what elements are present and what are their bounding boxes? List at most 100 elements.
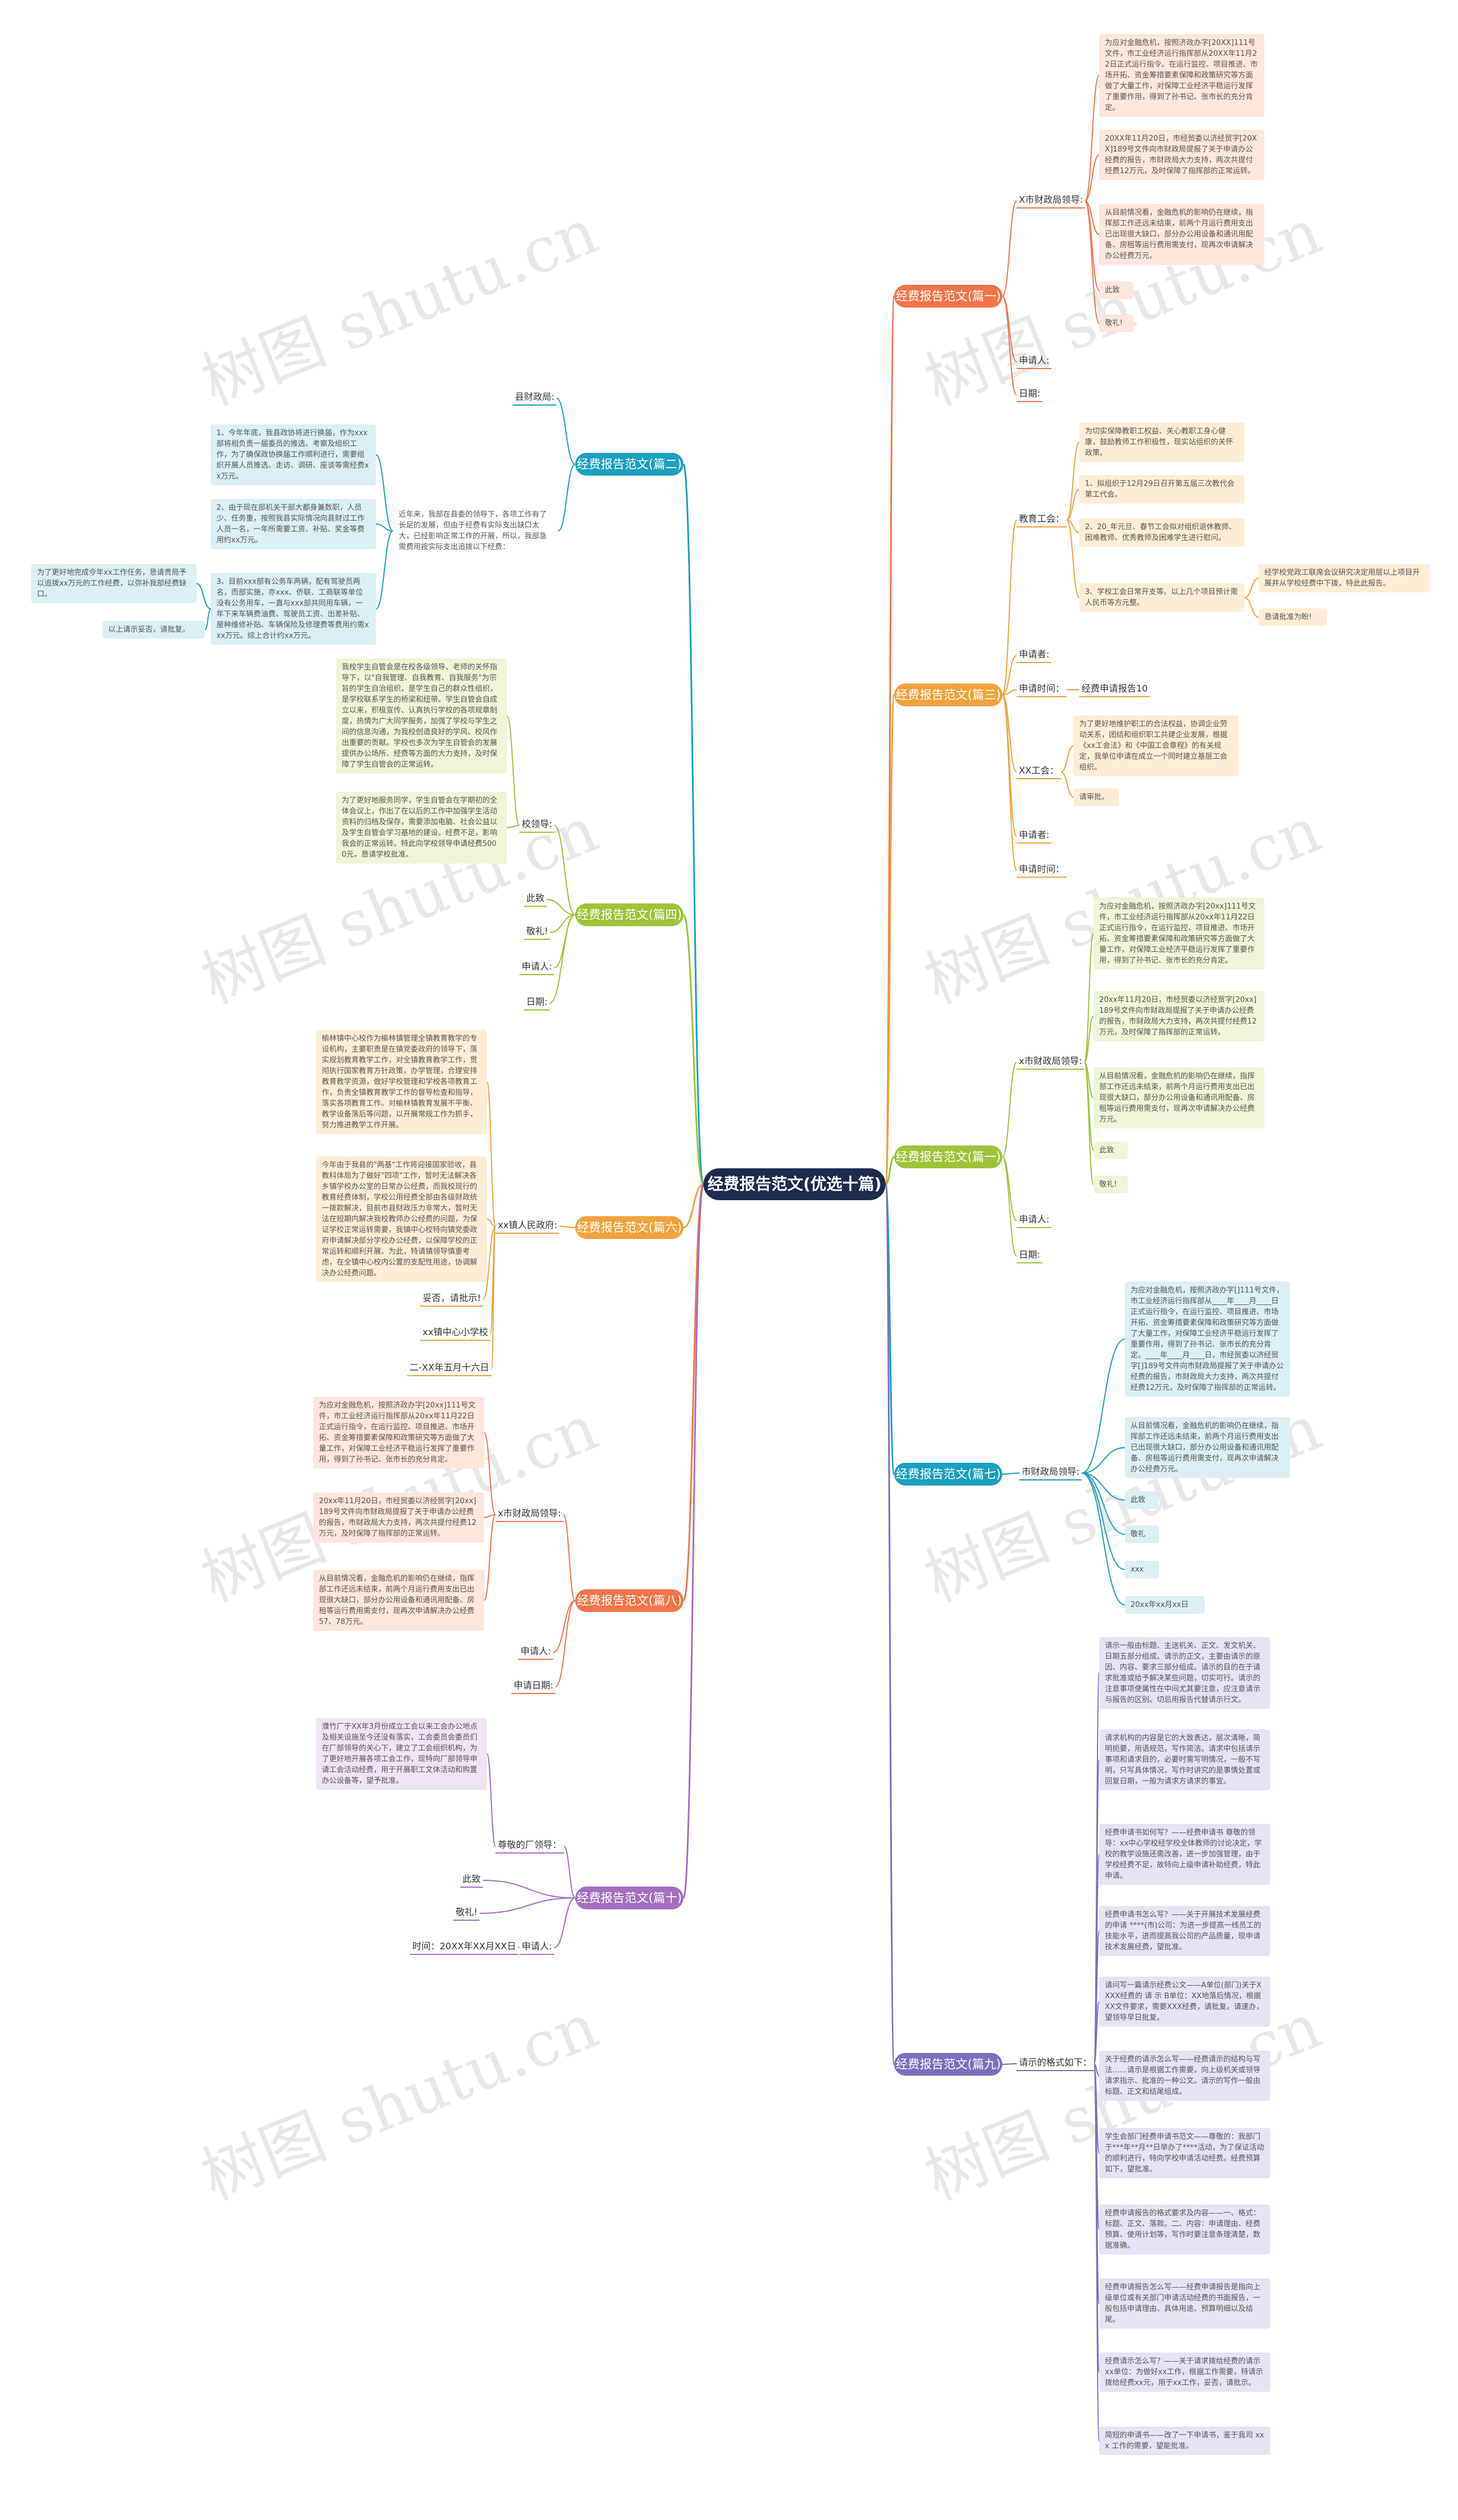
connector-line [1084, 201, 1100, 291]
branch-8-applicant[interactable]: 申请人: [518, 1645, 554, 1660]
branch-8[interactable]: 经费报告范文(篇八) [575, 1589, 683, 1612]
branch-8-para: 从目前情况看，金融危机的影响仍在继续，指挥部工作还远未结束，前两个月运行费用支出… [313, 1570, 484, 1631]
connector-line [1066, 519, 1080, 533]
branch-3-recipient-2[interactable]: XX工会： [1017, 764, 1061, 779]
branch-4-closing[interactable]: 此致 [524, 892, 547, 907]
branch-9[interactable]: 经费报告范文(篇九) [894, 2053, 1002, 2076]
connector-line [1081, 1472, 1125, 1501]
branch-9-item: 关于经费的请示怎么写——经费请示的结构与写法……请示是根据工作需要，向上级机关或… [1099, 2051, 1270, 2101]
branch-10-applicant[interactable]: 申请人: [519, 1940, 555, 1955]
branch-6-signer[interactable]: xx镇中心小学校 [420, 1326, 490, 1341]
branch-4[interactable]: 经费报告范文(篇四) [575, 903, 683, 926]
connector-line [1244, 597, 1259, 618]
branch-3-para: 2、20_年元旦、春节工会拟对组织退休教师、困难教师、优秀教师及困难学生进行慰问… [1079, 518, 1244, 547]
connector-line [549, 914, 576, 1004]
connector-line [482, 1226, 496, 1300]
branch-1[interactable]: 经费报告范文(篇一) [894, 285, 1002, 308]
connector-line [552, 1600, 576, 1653]
branch-6-para: 今年由于我县的"两基"工作将迎接国家验收，县教科体局为了做好"四项"工作，暂时无… [316, 1156, 487, 1282]
branch-8-para: 20xx年11月20日，市经贸委以济经贸字[20xx]189号文件向市财政局提报… [313, 1492, 484, 1543]
branch-9-item: 学生会部门经费申请书范文——尊敬的：我部门于***年**月**日举办了****活… [1099, 2128, 1270, 2178]
branch-4-date[interactable]: 日期: [524, 996, 550, 1011]
connector-line [1002, 694, 1017, 837]
branch-5-date[interactable]: 日期: [1017, 1249, 1043, 1263]
branch-10-closing[interactable]: 敬礼! [453, 1906, 480, 1921]
branch-5-applicant[interactable]: 申请人: [1017, 1213, 1052, 1228]
branch-9-item: 经费申请报告的格式要求及内容——一、格式：标题、正文、落款。二、内容：申请理由、… [1099, 2204, 1270, 2255]
branch-10[interactable]: 经费报告范文(篇十) [575, 1887, 683, 1909]
connector-line [546, 899, 576, 915]
branch-3-recipient[interactable]: 教育工会： [1017, 513, 1067, 527]
connector-line [1084, 1016, 1094, 1063]
branch-2-item: 1、今年年底，我县政协将进行换届，作为xxx部将相负责一届委员的推选、考察及组织… [211, 424, 376, 485]
root-topic[interactable]: 经费报告范文(优选十篇) [703, 1168, 886, 1200]
branch-1-recipient[interactable]: X市财政局领导: [1017, 194, 1086, 208]
branch-9-format[interactable]: 请示的格式如下： [1017, 2056, 1095, 2071]
branch-10-date[interactable]: 时间：20XX年XX月XX日 [410, 1940, 519, 1955]
connector-line [1002, 1472, 1020, 1475]
branch-9-item: 请求机构的内容是它的大致表达，层次清晰，简明扼要，用语规范，写作简洁。请求中包括… [1099, 1729, 1270, 1790]
connector-line [1002, 1062, 1017, 1157]
branch-7-date: 20xx年xx月xx日 [1125, 1596, 1205, 1614]
branch-5-para: 20xx年11月20日，市经贸委以济经贸字[20xx]189号文件向市财政局提报… [1094, 991, 1264, 1041]
branch-3-para: 为了更好地维护职工的合法权益，协调企业劳动关系，团结和组织职工共建企业发展，根据… [1074, 715, 1239, 776]
connector-line [682, 463, 705, 1185]
branch-6-date[interactable]: 二-XX年五月十六日 [407, 1361, 492, 1376]
connector-line [682, 1183, 705, 1899]
connector-line [550, 914, 576, 933]
branch-2-recipient[interactable]: 县财政局: [513, 391, 557, 406]
branch-4-closing[interactable]: 敬礼! [524, 925, 551, 940]
branch-5[interactable]: 经费报告范文(篇一) [894, 1146, 1002, 1168]
branch-3-applicant[interactable]: 申请者: [1017, 648, 1052, 663]
branch-3-para: 3、学校工会日常开支等。以上几个项目预计需人民币等方元整。 [1079, 583, 1244, 612]
connector-line [556, 398, 576, 465]
branch-2-para: 近年来，我部在县委的领导下，各项工作有了长足的发展，但由于经费有实际支出缺口太大… [393, 506, 558, 556]
branch-9-item: 经费申请书如何写？——经费申请书 尊敬的领导：xx中心学校经学校全体教师的讨论决… [1099, 1824, 1270, 1885]
connector-line [1084, 154, 1100, 202]
connector-line [563, 1514, 576, 1601]
branch-2[interactable]: 经费报告范文(篇二) [575, 453, 683, 476]
branch-10-recipient[interactable]: 尊敬的厂领导： [495, 1839, 564, 1854]
connector-line [884, 694, 895, 1185]
branch-9-item: 经费申请书怎么写？——关于开展技术发展经费的申请 ****(市)公司：为进一步提… [1099, 1906, 1270, 1956]
branch-3-time[interactable]: 申请时间： [1017, 682, 1067, 697]
branch-3-time-2[interactable]: 申请时间： [1017, 863, 1067, 878]
connector-line [196, 583, 211, 609]
connector-line [491, 1226, 496, 1369]
branch-7[interactable]: 经费报告范文(篇七) [894, 1463, 1002, 1486]
branch-3[interactable]: 经费报告范文(篇三) [894, 684, 1002, 706]
branch-6-para: 榆林镇中心校作为榆林镇管理全镇教育教学的专设机构，主要职责是在镇党委政府的领导下… [316, 1030, 487, 1134]
branch-3-applicant-2[interactable]: 申请者: [1017, 829, 1052, 844]
branch-1-applicant[interactable]: 申请人: [1017, 354, 1052, 369]
branch-6[interactable]: 经费报告范文(篇六) [575, 1216, 683, 1239]
branch-1-date[interactable]: 日期: [1017, 387, 1043, 402]
branch-5-recipient[interactable]: x市财政局领导: [1017, 1055, 1084, 1070]
branch-4-applicant[interactable]: 申请人: [519, 960, 555, 975]
branch-6-recipient[interactable]: xx镇人民政府: [495, 1219, 560, 1234]
connector-line [1060, 771, 1074, 798]
connector-line [1060, 745, 1074, 772]
connector-line [484, 1514, 496, 1601]
connector-line [479, 1897, 576, 1914]
connector-line [682, 914, 705, 1185]
connector-line [375, 523, 394, 531]
branch-7-para: 为应对金融危机，按照济政办字[]111号文件，市工业经济运行指挥部从____年_… [1125, 1282, 1290, 1397]
branch-9-item: 经费请示怎么写？——关于请求拨给经费的请示 xx单位：为做好xx工作，根据工作需… [1099, 2353, 1270, 2392]
branch-10-closing[interactable]: 此致 [460, 1873, 484, 1888]
connector-line [1084, 1062, 1094, 1185]
branch-3-title[interactable]: 经费申请报告10 [1079, 682, 1150, 697]
branch-4-recipient[interactable]: 校领导: [519, 818, 555, 833]
branch-9-item: 简短的申请书——改了一下申请书，鉴于我司 xxx 工作的需要，望能批准。 [1099, 2427, 1270, 2455]
connector-line [506, 825, 520, 828]
branch-8-date[interactable]: 申请日期: [511, 1679, 556, 1694]
branch-5-para: 从目前情况看，金融危机的影响仍在继续，指挥部工作还远未结束，前两个月运行费用支出… [1094, 1067, 1264, 1128]
branch-7-recipient[interactable]: 市财政局领导: [1019, 1466, 1082, 1480]
branch-1-para: 为应对金融危机，按照济政办字[20XX]111号文件，市工业经济运行指挥部从20… [1099, 34, 1264, 117]
connector-line [1002, 694, 1017, 772]
connector-line [1081, 1447, 1125, 1474]
connector-line [554, 1897, 576, 1948]
branch-6-closing[interactable]: 妥否，请批示! [420, 1292, 484, 1307]
branch-5-closing: 敬礼! [1094, 1176, 1128, 1193]
branch-8-recipient[interactable]: x市财政局领导: [495, 1507, 563, 1522]
connector-line [1002, 1156, 1017, 1257]
